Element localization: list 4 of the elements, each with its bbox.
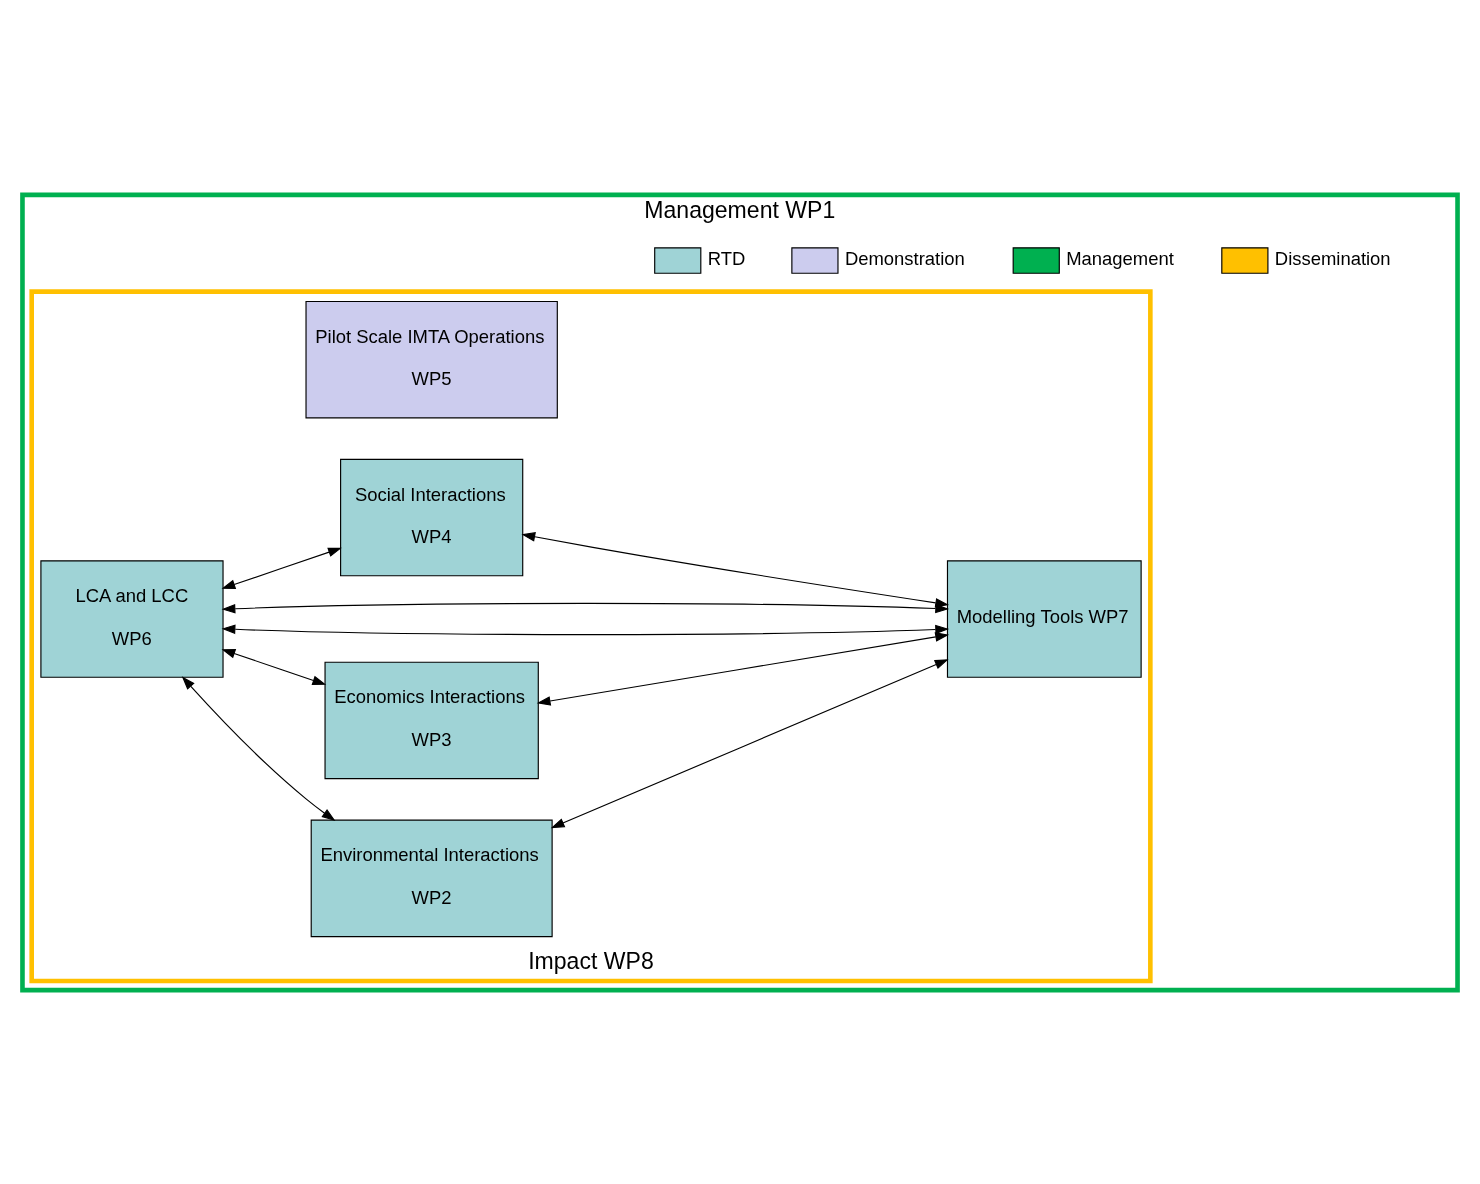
- legend-label: Management: [1066, 247, 1174, 269]
- legend-label: RTD: [707, 247, 746, 269]
- legend-label: Dissemination: [1274, 247, 1391, 269]
- legend-label: Demonstration: [844, 247, 965, 269]
